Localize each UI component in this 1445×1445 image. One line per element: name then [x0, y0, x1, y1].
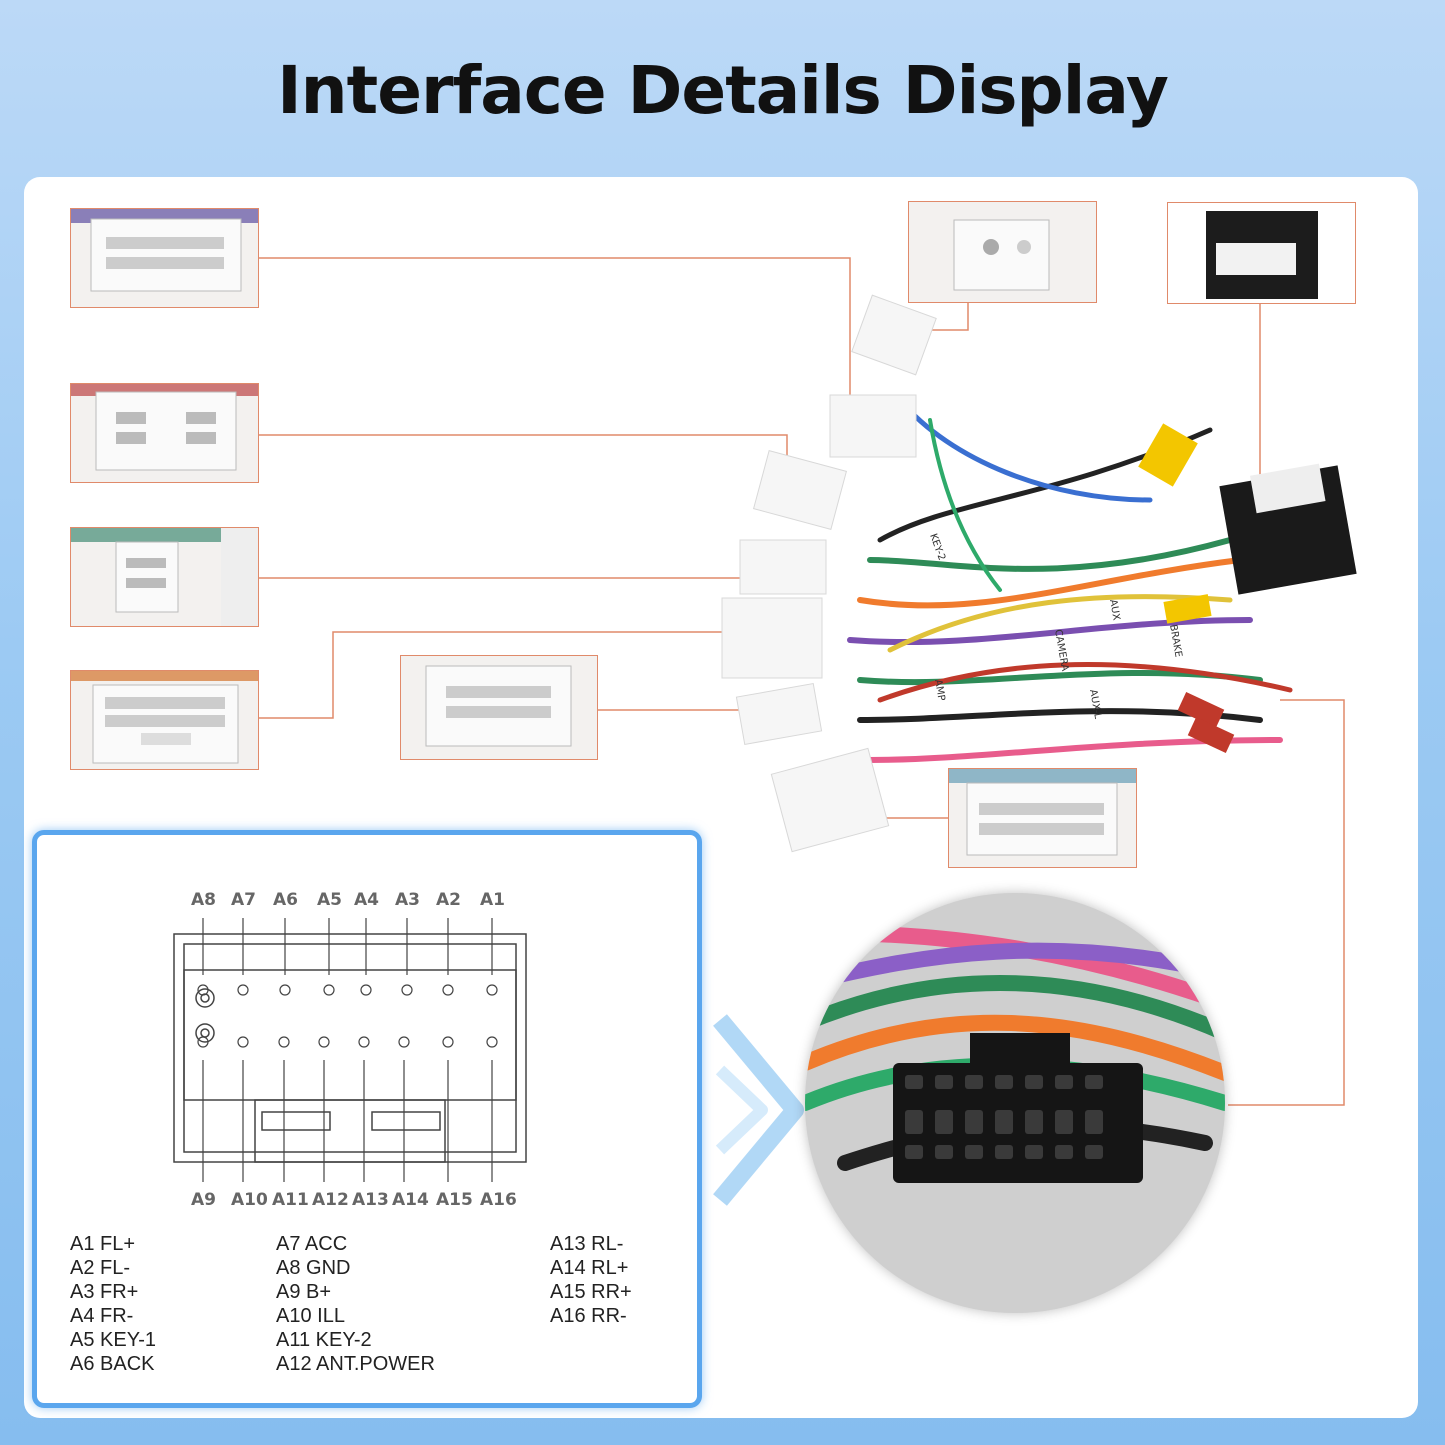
pin-label-top-a4: A4 [354, 890, 379, 910]
pin-label-bottom-a13: A13 [352, 1190, 389, 1210]
pin-label-bottom-a11: A11 [272, 1190, 309, 1210]
legend-item: A10 ILL [276, 1305, 345, 1327]
legend-item: A14 RL+ [550, 1257, 629, 1279]
legend-item: A3 FR+ [70, 1281, 139, 1303]
pinout-panel [32, 830, 702, 1408]
pin-label-bottom-a12: A12 [312, 1190, 349, 1210]
pin-label-top-a7: A7 [231, 890, 256, 910]
connector-thumb-2 [70, 383, 259, 483]
pin-label-top-a8: A8 [191, 890, 216, 910]
pin-label-bottom-a9: A9 [191, 1190, 216, 1210]
legend-item: A15 RR+ [550, 1281, 632, 1303]
pin-label-top-a2: A2 [436, 890, 461, 910]
pin-label-bottom-a15: A15 [436, 1190, 473, 1210]
connector-thumb-4 [70, 670, 259, 770]
connector-thumb-7 [1167, 202, 1356, 304]
connector-thumb-3 [70, 527, 259, 627]
legend-column-3: A13 RL-A14 RL+A15 RR+A16 RR- [550, 1232, 632, 1328]
pin-label-bottom-a16: A16 [480, 1190, 517, 1210]
legend-item: A2 FL- [70, 1257, 131, 1279]
connector-closeup-photo [805, 893, 1225, 1313]
pin-label-top-a6: A6 [273, 890, 298, 910]
legend-item: A12 ANT.POWER [276, 1353, 435, 1375]
pin-label-bottom-a14: A14 [392, 1190, 429, 1210]
wire-tag-aux: AUX [1107, 599, 1122, 622]
legend-item: A11 KEY-2 [276, 1329, 372, 1351]
connector-thumb-6 [908, 201, 1097, 303]
legend-item: A1 FL+ [70, 1233, 136, 1255]
connector-thumb-5 [400, 655, 598, 760]
wire-tag-amp: AMP [932, 679, 947, 702]
pin-label-top-a5: A5 [317, 890, 342, 910]
legend-item: A5 KEY-1 [70, 1329, 156, 1351]
pin-label-top-a3: A3 [395, 890, 420, 910]
pin-label-bottom-a10: A10 [231, 1190, 268, 1210]
legend-item: A7 ACC [276, 1233, 348, 1255]
legend-item: A16 RR- [550, 1305, 627, 1327]
legend-item: A13 RL- [550, 1233, 624, 1255]
legend-item: A8 GND [276, 1257, 351, 1279]
legend-item: A9 B+ [276, 1281, 332, 1303]
legend-item: A4 FR- [70, 1305, 134, 1327]
connector-thumb-1 [70, 208, 259, 308]
connector-thumb-8 [948, 768, 1137, 868]
wire-tag-aux-l: AUX-L [1087, 689, 1103, 721]
pin-label-top-a1: A1 [480, 890, 505, 910]
legend-item: A6 BACK [70, 1353, 155, 1375]
chevron-right-icon [713, 1014, 804, 1206]
page-title: Interface Details Display [277, 52, 1169, 129]
